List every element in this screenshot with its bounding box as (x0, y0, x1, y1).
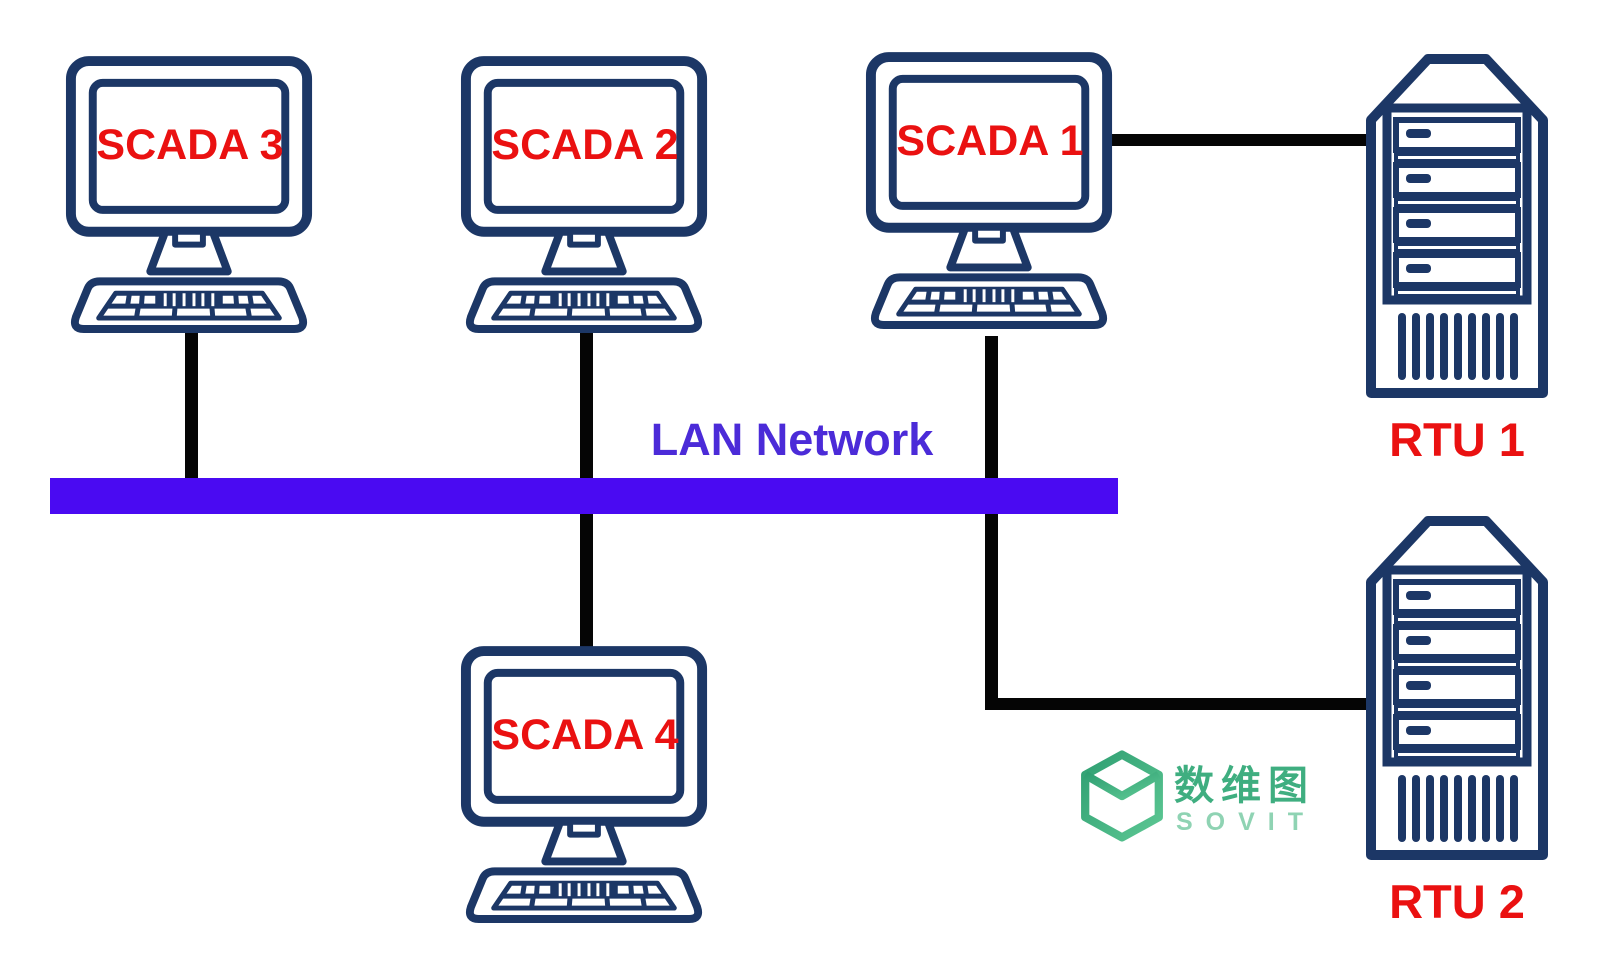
server-rtu-2: RTU 2 (1362, 512, 1552, 928)
rtu-2-label: RTU 2 (1389, 875, 1525, 928)
desktop-computer-icon (62, 56, 320, 339)
wire-scada1-bus-rtu2-vertical (985, 336, 998, 710)
wire-bus-to-rtu2-horizontal (985, 698, 1366, 710)
workstation-scada-2: SCADA 2 (457, 56, 715, 339)
sovit-cube-logo-icon (1076, 750, 1168, 842)
server-rtu-1: RTU 1 (1362, 50, 1552, 466)
watermark-latin-text: SOVIT (1176, 808, 1317, 836)
lan-network-label: LAN Network (650, 414, 934, 465)
rtu-1-label: RTU 1 (1389, 413, 1525, 466)
desktop-computer-icon (862, 52, 1120, 335)
wire-bus-to-scada4 (580, 512, 593, 654)
desktop-computer-icon (457, 56, 715, 339)
server-tower-icon (1362, 512, 1552, 864)
scada-3-label: SCADA 3 (96, 121, 284, 169)
workstation-scada-4: SCADA 4 (457, 646, 715, 929)
wire-scada2-to-bus (580, 330, 593, 480)
sovit-watermark: 数维图 SOVIT (1048, 742, 1308, 852)
lan-bus-bar (50, 478, 1118, 514)
scada-2-label: SCADA 2 (491, 121, 679, 169)
scada-1-label: SCADA 1 (896, 117, 1084, 165)
scada-4-label: SCADA 4 (491, 711, 679, 759)
wire-scada3-to-bus (185, 328, 198, 480)
workstation-scada-3: SCADA 3 (62, 56, 320, 339)
desktop-computer-icon (457, 646, 715, 929)
wire-scada1-to-rtu1 (1100, 134, 1366, 146)
server-tower-icon (1362, 50, 1552, 402)
workstation-scada-1: SCADA 1 (862, 52, 1120, 335)
watermark-cjk-text: 数维图 (1174, 764, 1315, 808)
